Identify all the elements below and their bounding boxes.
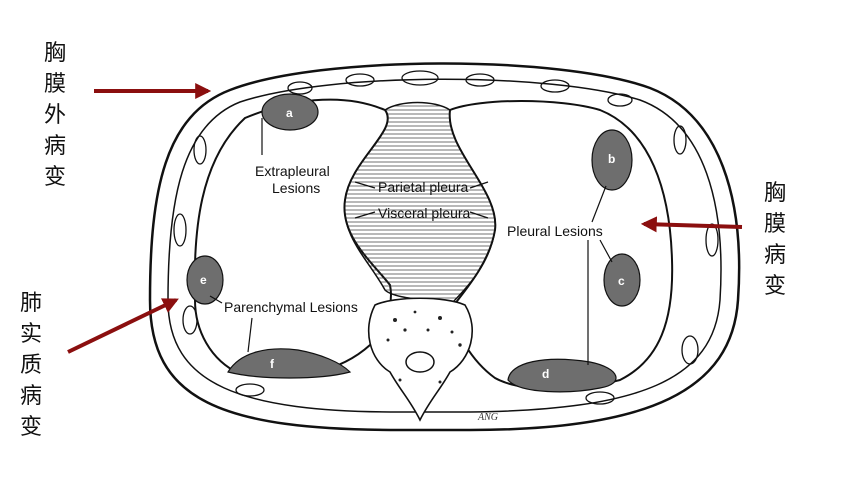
vertebra-texture: [386, 310, 462, 384]
lesion-d: [507, 358, 617, 393]
lesion-a-letter: a: [286, 106, 293, 120]
lesion-c: [603, 253, 641, 307]
lesion-f-letter: f: [270, 357, 275, 371]
lesion-e: [186, 255, 224, 305]
parenchymal-label-cn: 肺实质病变: [19, 291, 42, 440]
lesion-d-letter: d: [542, 367, 549, 381]
lesion-e-letter: e: [200, 273, 207, 287]
pleural-arrow: [640, 216, 743, 233]
lesion-b-letter: b: [608, 152, 615, 166]
visceral-pleura-label: Visceral pleura: [378, 205, 471, 221]
lesion-a: [261, 93, 319, 131]
extrapleural-label-cn: 胸膜外病变: [43, 41, 66, 190]
lesion-c-letter: c: [618, 274, 625, 288]
parenchymal-arrow: [67, 298, 179, 354]
rib-ovals: [173, 70, 719, 405]
lesion-f: [227, 348, 352, 379]
parenchymal-lesions-label: Parenchymal Lesions: [224, 299, 358, 315]
artist-signature: ANG: [477, 412, 498, 423]
pleural-lesions-label: Pleural Lesions: [507, 223, 603, 239]
leader-lines: [209, 118, 613, 365]
chest-wall-inner: [167, 78, 722, 413]
annotation-arrows: [67, 83, 743, 354]
pleural-label-cn: 胸膜病变: [763, 181, 786, 299]
parietal-pleura-label: Parietal pleura: [378, 179, 468, 195]
extrapleural-label: Extrapleural: [255, 163, 330, 179]
extrapleural-lesions-label: Lesions: [272, 180, 320, 196]
lesion-b: [591, 129, 633, 191]
spinal-canal: [405, 351, 435, 373]
